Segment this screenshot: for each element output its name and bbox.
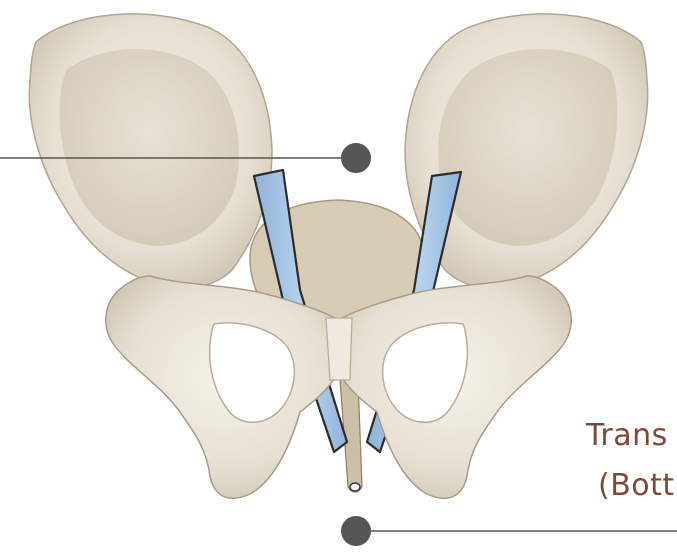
- left-ilium: [29, 14, 272, 288]
- right-ischium-pubis: [331, 276, 571, 498]
- bottom-callout-label-line2: (Bott: [598, 468, 675, 503]
- callout-dot-icon[interactable]: [341, 516, 371, 546]
- bottom-callout-label-line1: Trans: [586, 418, 668, 453]
- pubic-symphysis: [326, 318, 352, 380]
- callout-dot-icon[interactable]: [341, 143, 371, 173]
- left-ischium-pubis: [106, 276, 346, 498]
